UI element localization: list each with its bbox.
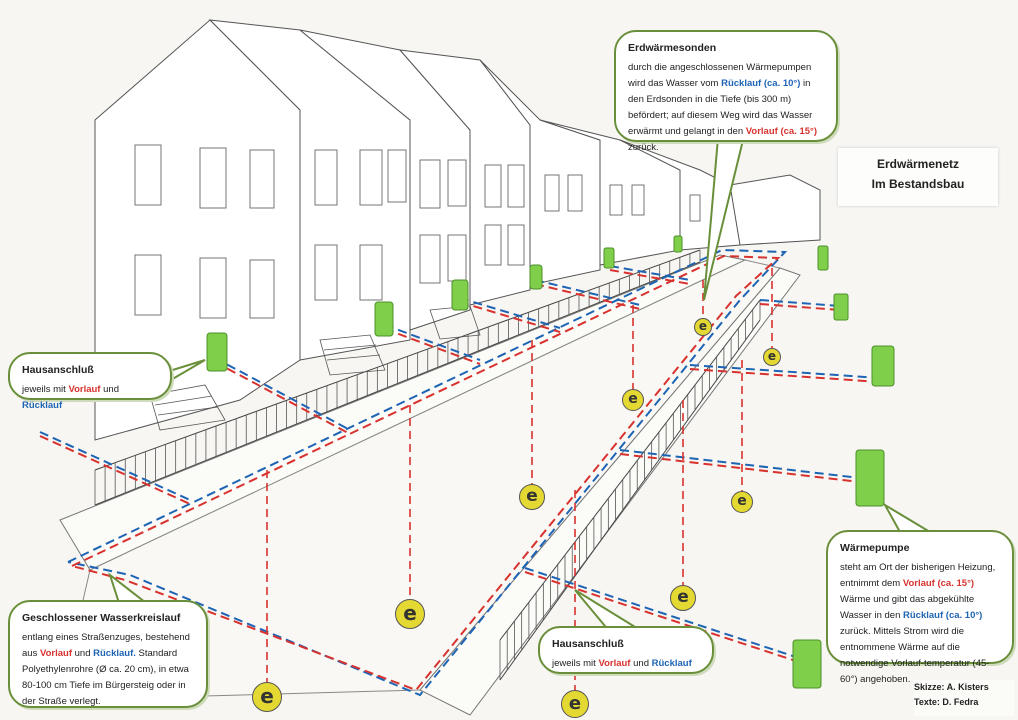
callout-text: in den Erdsonden in die Tiefe (bis 300 m… — [628, 78, 813, 137]
callout-hausanschluss-bottom: Hausanschluß jeweils mit Vorlauf und Rüc… — [538, 626, 714, 674]
pipe-network — [39, 248, 881, 697]
erdsonde-probe-icon: e — [731, 491, 753, 513]
ruecklauf-label: Rücklauf. — [93, 648, 136, 659]
fence-posts-left — [94, 250, 701, 505]
heat-pump-icon — [833, 293, 849, 321]
erdsonde-probe-icon: e — [622, 389, 644, 411]
heat-pumps — [206, 235, 895, 689]
heat-pump-icon — [451, 279, 469, 311]
callout-text: Wärme und gibt das abgekühlte Wasser in … — [840, 594, 975, 621]
main-loop-vorlauf — [71, 254, 781, 692]
callout-text: zurück. — [628, 142, 659, 153]
callout-title: Erdwärmesonden — [628, 42, 717, 54]
callout-waermepumpe: Wärmepumpe steht am Ort der bisherigen H… — [826, 530, 1014, 685]
credit-texts: Texte: D. Fedra — [914, 697, 979, 707]
erdsonde-probe-icon: e — [252, 682, 282, 712]
ruecklauf-label: Rücklauf (ca. 10°) — [721, 78, 801, 89]
heat-pump-icon — [206, 332, 228, 372]
callout-text: steht am Ort der bisherigen Heizung, ent… — [840, 562, 996, 589]
callout-text: zurück. Mittels Strom wird die entnommen… — [840, 626, 990, 685]
callout-text: und — [630, 658, 652, 669]
vorlauf-label: Vorlauf — [68, 384, 101, 395]
heat-pump-icon — [673, 235, 683, 253]
house-8 — [729, 174, 821, 246]
callout-text: Standard Polyethylenrohre (Ø ca. 20 cm),… — [22, 648, 189, 707]
erdsonde-probe-icon: e — [395, 599, 425, 629]
vorlauf-label: Vorlauf (ca. 15°) — [745, 126, 817, 137]
callout-text: durch die angeschlossenen Wärmepumpen wi… — [628, 62, 812, 89]
callout-title: Hausanschluß — [552, 638, 624, 650]
credits: Skizze: A. Kisters Texte: D. Fedra — [914, 680, 1014, 716]
heat-pump-icon — [792, 639, 822, 689]
heat-pump-icon — [817, 245, 829, 271]
fence-posts-right — [499, 300, 761, 680]
ruecklauf-label: Rücklauf — [651, 658, 692, 669]
erdsonde-probe-icon: e — [694, 318, 712, 336]
callout-text: jeweils mit — [552, 658, 599, 669]
callout-text: entlang eines Straßenzuges, bestehend au… — [22, 632, 190, 659]
sidewalk-right — [419, 267, 801, 716]
erdsonde-probe-icon: e — [561, 690, 589, 718]
callout-title: Geschlossener Wasserkreislauf — [22, 612, 181, 624]
callout-wasserkreislauf: Geschlossener Wasserkreislauf entlang ei… — [8, 600, 208, 708]
callout-text: jeweils mit — [22, 384, 69, 395]
heat-pump-icon — [855, 449, 885, 507]
callout-title: Wärmepumpe — [840, 542, 910, 554]
heat-pump-icon — [603, 247, 615, 269]
ruecklauf-label: Rücklauf (ca. 10°) — [903, 610, 983, 621]
diagram-title: Erdwärmenetz Im Bestandsbau — [838, 148, 998, 206]
vorlauf-label: Vorlauf — [598, 658, 631, 669]
credit-sketch: Skizze: A. Kisters — [914, 682, 989, 692]
heat-pump-icon — [529, 264, 543, 290]
callout-erdwaermesonden: Erdwärmesonden durch die angeschlossenen… — [614, 30, 838, 153]
erdsonde-probe-icon: e — [670, 585, 696, 611]
heat-pump-icon — [374, 301, 394, 337]
callout-title: Hausanschluß — [22, 364, 94, 376]
callout-text: und — [100, 384, 119, 395]
callout-text: und — [72, 648, 94, 659]
callout-hausanschluss-left: Hausanschluß jeweils mit Vorlauf und Rüc… — [8, 352, 172, 411]
heat-pump-icon — [871, 345, 895, 387]
title-line-2: Im Bestandsbau — [871, 177, 965, 191]
ruecklauf-label: Rücklauf — [22, 400, 63, 411]
vorlauf-label: Vorlauf — [39, 648, 72, 659]
vorlauf-label: Vorlauf (ca. 15°) — [902, 578, 975, 589]
title-line-1: Erdwärmenetz — [876, 157, 960, 171]
erdsonde-probe-icon: e — [763, 348, 781, 366]
erdsonde-probe-icon: e — [519, 484, 545, 510]
